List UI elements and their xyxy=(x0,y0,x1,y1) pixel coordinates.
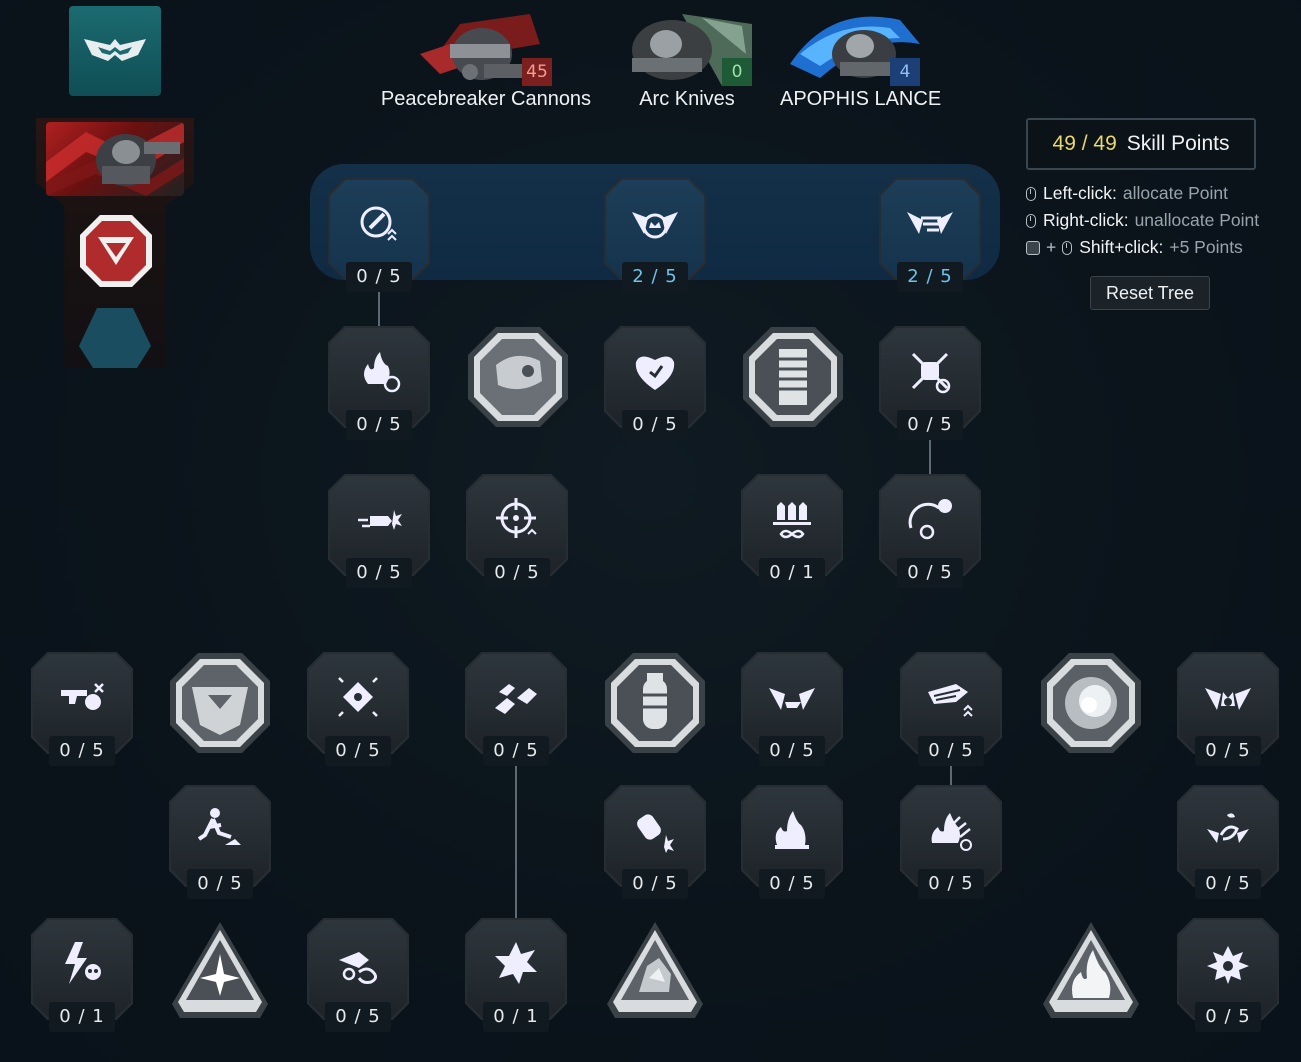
class-badge[interactable] xyxy=(69,6,161,96)
hint-shift-click: + Shift+click: +5 Points xyxy=(1026,234,1296,261)
skill-node[interactable]: 0 / 5 xyxy=(328,326,430,442)
skill-node[interactable]: 0 / 5 xyxy=(328,178,430,294)
mouse-icon xyxy=(1026,213,1036,228)
ability-shock-triangle-icon[interactable] xyxy=(168,918,272,1022)
weapon-level-badge: 4 xyxy=(890,58,920,86)
tree-connector xyxy=(929,440,931,476)
no-reload-icon xyxy=(911,352,951,394)
skill-node[interactable]: 0 / 5 xyxy=(31,652,133,768)
star-burst-icon xyxy=(495,942,537,984)
heart-shield-icon xyxy=(635,356,675,390)
empty-slot-icon[interactable] xyxy=(77,306,153,370)
ability-flame-triangle-icon[interactable] xyxy=(1039,918,1143,1022)
skill-node[interactable]: 0 / 1 xyxy=(465,918,567,1034)
skill-node[interactable]: 2 / 5 xyxy=(604,178,706,294)
weapon-arc-knives[interactable]: 0 Arc Knives xyxy=(622,14,752,111)
skill-node[interactable]: 0 / 1 xyxy=(741,474,843,590)
skill-node[interactable]: 0 / 5 xyxy=(900,652,1002,768)
skill-node[interactable]: 0 / 5 xyxy=(879,474,981,590)
infinite-ammo-icon xyxy=(773,502,811,539)
skill-node[interactable]: 0 / 5 xyxy=(741,652,843,768)
skill-node[interactable]: 0 / 5 xyxy=(307,652,409,768)
mouse-icon xyxy=(1062,240,1073,255)
fire-timer-icon xyxy=(364,352,401,393)
character-emblem-icon[interactable] xyxy=(78,213,154,289)
swirl-crown-icon xyxy=(1207,813,1249,843)
shift-key-icon xyxy=(1026,240,1040,255)
weapon-name: Arc Knives xyxy=(639,88,735,110)
weapon-apophis-lance[interactable]: 4 APOPHIS LANCE xyxy=(780,14,942,111)
class-emblem-icon xyxy=(84,39,146,61)
drones-icon xyxy=(495,684,537,714)
weapon-peacebreaker-cannons[interactable]: 45 Peacebreaker Cannons xyxy=(380,14,592,111)
skill-node[interactable]: 0 / 5 xyxy=(604,785,706,901)
target-up-icon xyxy=(496,498,537,538)
tree-connector xyxy=(950,766,952,788)
crosshair-boost-icon xyxy=(360,206,397,241)
tree-connector xyxy=(515,766,517,920)
skill-points-counter: 49 / 49 Skill Points xyxy=(1026,118,1256,170)
weapon-level-badge: 45 xyxy=(522,58,552,86)
weapon-name: APOPHIS LANCE xyxy=(780,88,942,110)
ability-helmet-icon[interactable] xyxy=(168,651,272,755)
skill-node[interactable]: 0 / 5 xyxy=(465,652,567,768)
ability-rock-triangle-icon[interactable] xyxy=(603,918,707,1022)
lightning-skull-icon xyxy=(65,942,101,984)
skill-node[interactable]: 0 / 1 xyxy=(31,918,133,1034)
ability-cannon-grip-icon[interactable] xyxy=(466,325,570,429)
skill-points-label: Skill Points xyxy=(1126,132,1230,155)
lance-weapon-icon xyxy=(790,16,920,78)
shatter-diamond-icon xyxy=(338,677,378,717)
running-kick-icon xyxy=(197,808,241,845)
weapon-name: Peacebreaker Cannons xyxy=(380,88,592,110)
skill-node[interactable]: 0 / 5 xyxy=(328,474,430,590)
skill-node[interactable]: 0 / 5 xyxy=(169,785,271,901)
flame-base-icon xyxy=(775,811,809,849)
ability-magazine-icon[interactable] xyxy=(741,325,845,429)
skill-node[interactable]: 0 / 5 xyxy=(900,785,1002,901)
crown-bomb-icon xyxy=(1205,688,1251,710)
gauge-bomb-icon xyxy=(908,499,952,540)
cannon-weapon-icon xyxy=(420,14,540,80)
skill-node[interactable]: 0 / 5 xyxy=(1177,918,1279,1034)
skill-node[interactable]: 0 / 5 xyxy=(741,785,843,901)
skill-node[interactable]: 0 / 5 xyxy=(307,918,409,1034)
character-panel xyxy=(0,0,200,380)
skill-points-value: 49 / 49 xyxy=(1052,132,1117,155)
knives-weapon-icon xyxy=(632,14,752,86)
mouse-icon xyxy=(1026,186,1036,201)
skill-node[interactable]: 0 / 5 xyxy=(604,326,706,442)
skill-node[interactable]: 0 / 5 xyxy=(1177,785,1279,901)
wings-shot-icon xyxy=(769,688,815,710)
controls-legend: Left-click: allocate Point Right-click: … xyxy=(1026,180,1296,261)
ability-grenade-icon[interactable] xyxy=(603,651,707,755)
missile-hit-icon xyxy=(358,510,402,530)
hint-right-click: Right-click: unallocate Point xyxy=(1026,207,1296,234)
weapon-level-badge: 0 xyxy=(722,58,752,86)
hint-left-click: Left-click: allocate Point xyxy=(1026,180,1296,207)
fire-chain-icon xyxy=(931,813,972,851)
crown-wings-icon xyxy=(632,212,678,239)
reset-tree-button[interactable]: Reset Tree xyxy=(1090,276,1210,310)
grenade-blast-icon xyxy=(637,814,674,853)
spiky-blast-icon xyxy=(1207,946,1249,984)
drone-cycle-icon xyxy=(339,952,378,984)
jet-boost-icon xyxy=(928,684,973,717)
tree-connector xyxy=(378,290,380,330)
skill-node[interactable]: 0 / 5 xyxy=(879,326,981,442)
gun-skull-icon xyxy=(61,683,104,710)
skill-node[interactable]: 0 / 5 xyxy=(466,474,568,590)
jet-wings-icon xyxy=(907,212,953,234)
skill-node[interactable]: 2 / 5 xyxy=(879,178,981,294)
ability-vortex-icon[interactable] xyxy=(1039,651,1143,755)
character-portrait[interactable] xyxy=(46,122,184,196)
skill-node[interactable]: 0 / 5 xyxy=(1177,652,1279,768)
